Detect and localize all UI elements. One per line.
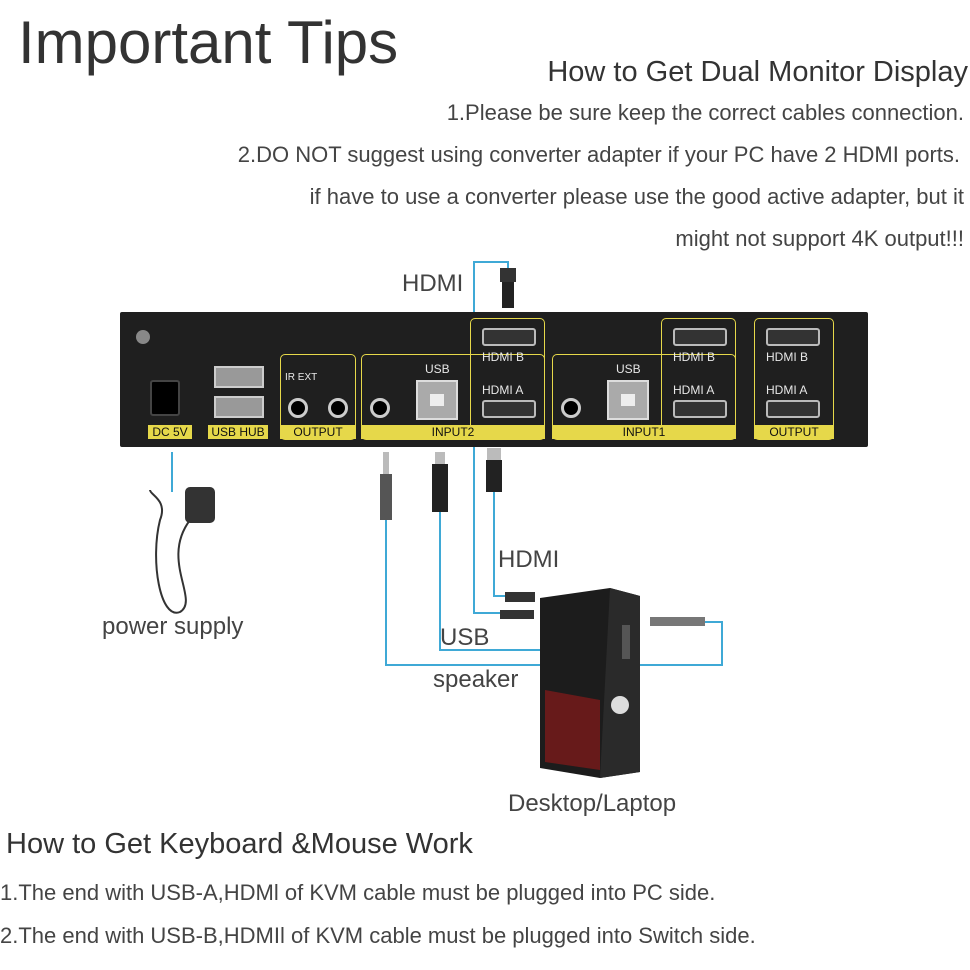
- input2-audio-jack: [370, 398, 390, 418]
- label-input1: INPUT1: [552, 425, 736, 439]
- usb-hub-port: [214, 366, 264, 388]
- label-ir-ext: IR EXT: [285, 372, 318, 383]
- kb-tip-1: 1.The end with USB-A,HDMl of KVM cable m…: [0, 880, 716, 905]
- pc-plugs: [500, 592, 705, 626]
- output-hdmi-a-port: [766, 400, 820, 418]
- label-power-supply: power supply: [102, 613, 244, 640]
- label-computer: Desktop/Laptop: [508, 790, 677, 817]
- input2-hdmi-group: [470, 318, 545, 440]
- hdmi-plug-top: [500, 268, 516, 308]
- label-hdmi-top: HDMI: [402, 270, 464, 297]
- hdmi-pc-cable: [493, 490, 510, 597]
- label-hdmi-a: HDMI A: [766, 383, 808, 397]
- ir-jack: [288, 398, 308, 418]
- audio-plug: [380, 452, 392, 520]
- input1-hdmi-b-port: [673, 328, 727, 346]
- label-usb-input2: USB: [425, 362, 450, 376]
- usb-b-plug: [432, 452, 448, 512]
- input2-usb-b-port: [416, 380, 458, 420]
- label-hdmi-b: HDMI B: [673, 350, 715, 364]
- label-hdmi-pc: HDMI: [498, 546, 560, 573]
- input2-hdmi-a-port: [482, 400, 536, 418]
- speaker-cable: [385, 520, 723, 666]
- usb-cable: [439, 512, 575, 651]
- kvm-switch-rear-panel: DC 5V USB HUB IR EXT OUTPUT USB HDMI B H…: [120, 312, 868, 447]
- output-group: [754, 318, 834, 440]
- input1-usb-b-port: [607, 380, 649, 420]
- label-hdmi-a: HDMI A: [482, 383, 524, 397]
- label-hdmi-b: HDMI B: [766, 350, 808, 364]
- page-title: Important Tips: [18, 9, 399, 76]
- label-dc: DC 5V: [148, 425, 192, 439]
- label-usb-hub: USB HUB: [208, 425, 268, 439]
- label-usb-input1: USB: [616, 362, 641, 376]
- input1-hdmi-group: [661, 318, 736, 440]
- kb-tip-2: 2.The end with USB-B,HDMIl of KVM cable …: [0, 923, 756, 948]
- output-hdmi-b-port: [766, 328, 820, 346]
- usb-hub-port: [214, 396, 264, 418]
- tip-2: 2.DO NOT suggest using converter adapter…: [237, 142, 960, 167]
- label-output: OUTPUT: [754, 425, 834, 439]
- input1-hdmi-a-port: [673, 400, 727, 418]
- label-hdmi-b: HDMI B: [482, 350, 524, 364]
- input1-audio-jack: [561, 398, 581, 418]
- keyboard-mouse-heading: How to Get Keyboard &Mouse Work: [6, 828, 473, 860]
- input2-hdmi-b-port: [482, 328, 536, 346]
- tip-3: if have to use a converter please use th…: [309, 184, 964, 209]
- label-hdmi-a: HDMI A: [673, 383, 715, 397]
- dc-jack: [150, 380, 180, 416]
- tip-4: might not support 4K output!!!: [675, 226, 964, 251]
- power-adapter-icon: [149, 487, 215, 614]
- hdmi-plug-bottom: [486, 448, 502, 492]
- audio-out-jack: [328, 398, 348, 418]
- label-usb: USB: [440, 624, 490, 651]
- dual-monitor-heading: How to Get Dual Monitor Display: [547, 56, 968, 88]
- label-input2: INPUT2: [361, 425, 545, 439]
- tip-1: 1.Please be sure keep the correct cables…: [446, 100, 964, 125]
- desktop-pc-icon: [540, 588, 640, 778]
- audio-output-group: [280, 354, 356, 440]
- label-speaker: speaker: [433, 666, 519, 693]
- ground-screw-icon: [136, 330, 150, 344]
- label-output-audio: OUTPUT: [280, 425, 356, 439]
